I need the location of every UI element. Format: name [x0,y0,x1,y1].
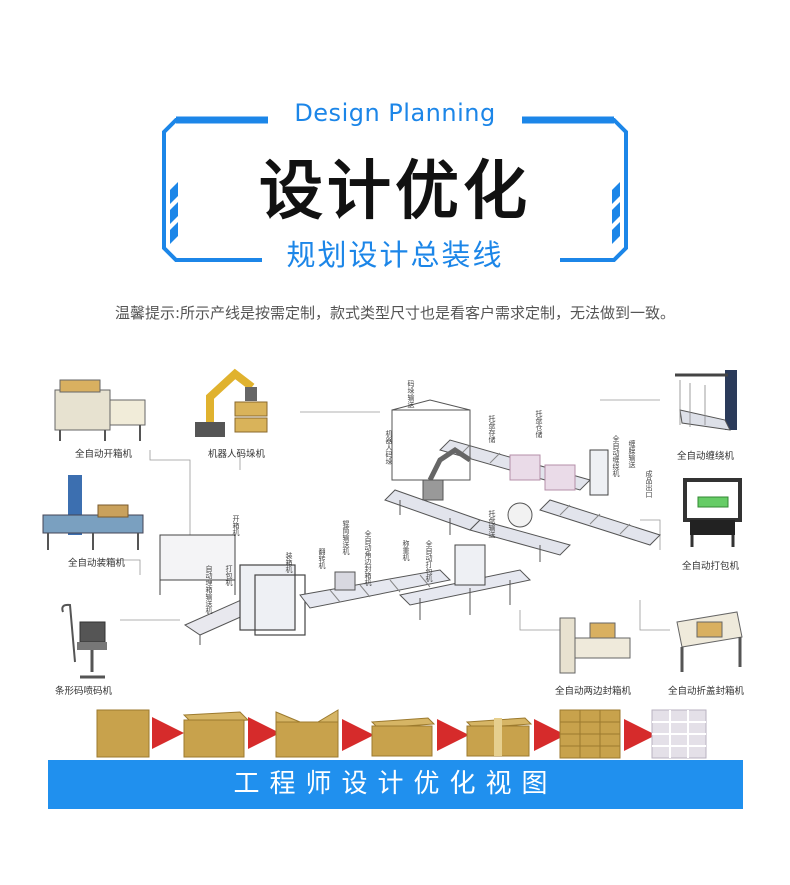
label-strapping: 全自动打包机 [682,561,740,572]
palletizer-robot-icon [195,368,268,437]
title-frame-decoration [162,116,628,262]
wrapping-machine-icon [675,370,737,431]
line-label-7: 全自动角边封箱机 [364,530,372,586]
notice-text: 温馨提示:所示产线是按需定制，款式类型尺寸也是看客户需求定制，无法做到一致。 [114,304,676,322]
line-label-17: 成品出口 [645,470,653,498]
tunnel-frame [159,534,306,636]
top-sealer-icon [676,611,743,672]
carton-pallet-stack [559,709,621,759]
callout-lines [100,399,670,631]
label-top-sealer: 全自动折盖封箱机 [668,686,745,697]
carton-taped [465,717,533,757]
carton-flat [96,709,150,758]
case-erector-machine-icon [54,379,146,441]
carton-open-flaps [275,709,339,758]
english-title: Design Planning [294,99,496,127]
page-subtitle: 规划设计总装线 [286,238,504,272]
case-packer-icon [42,475,144,550]
line-label-11: 机器人码垛 [385,430,393,465]
production-line-diagram: 全自动开箱机 机器人码垛机 全自动缠绕机 全自动装箱机 全自动打包机 条形码喷码… [0,340,790,700]
carton-sealed [370,717,436,757]
right-bracket-stripes [612,182,620,244]
header: Design Planning 设计优化 规划设计总装线 温馨提示:所示产线是按… [0,0,790,322]
carton-wrapped-pallet [651,709,707,759]
line-label-1: 开箱机 [232,515,240,536]
carton-erected [182,711,250,758]
line-label-8: 称重机 [402,540,410,561]
line-label-5: 翻转机 [318,548,326,569]
conveyor-upper [391,399,661,546]
line-label-15: 全自动缠绕机 [612,435,620,477]
line-label-3: 打包机 [225,565,233,586]
side-sealer-icon [559,617,631,674]
line-label-13: 托盘存储 [488,415,496,443]
conveyor-center [384,489,571,562]
carton-process-sequence [0,700,790,760]
footer-banner: 工程师设计优化视图 [48,760,743,809]
conveyor-middle [299,544,532,620]
carton-sequence-graphic [96,709,707,759]
page-title: 设计优化 [259,155,531,229]
label-case-packer: 全自动装箱机 [68,558,126,569]
label-printer: 条形码喷码机 [55,686,113,697]
line-label-16: 缠膜输送 [628,440,636,468]
line-label-14: 托盘仓储 [535,410,543,438]
line-label-4: 装箱机 [285,552,293,573]
label-case-erector: 全自动开箱机 [75,449,133,460]
barcode-printer-icon [61,603,107,679]
line-label-9: 全自动打包机 [425,540,433,582]
line-label-10: 托盘输送 [488,510,496,538]
label-wrapping: 全自动缠绕机 [677,451,735,462]
strapping-machine-icon [683,478,742,547]
label-palletizer: 机器人码垛机 [208,449,266,460]
label-side-sealer: 全自动两边封箱机 [555,686,632,697]
line-label-2: 自动理箱输送机 [205,565,213,614]
conveyor-layout [100,399,670,645]
line-label-12: 码垛输送 [407,380,415,408]
left-bracket-stripes [170,182,178,244]
line-label-6: 辊筒输送机 [342,520,350,555]
